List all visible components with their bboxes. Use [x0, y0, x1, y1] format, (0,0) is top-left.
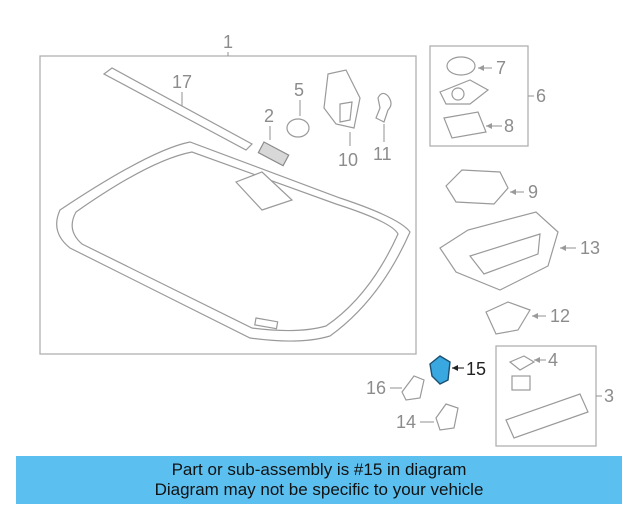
part-2-pad[interactable]: [257, 141, 290, 167]
part-12-bracket[interactable]: [485, 301, 531, 335]
part-10-bracket[interactable]: [323, 69, 361, 129]
callout-9: 9: [528, 182, 538, 202]
part-9-cover[interactable]: [445, 169, 509, 205]
callout-15: 15: [466, 359, 486, 379]
parts-diagram: 1 2 3 4 5 6 7 8 9 10 11 12 13 14 15 16 1…: [39, 32, 614, 447]
callout-16: 16: [366, 378, 386, 398]
callout-12: 12: [550, 306, 570, 326]
part-7-lens[interactable]: [446, 56, 476, 76]
callout-2: 2: [264, 106, 274, 126]
callout-6: 6: [536, 86, 546, 106]
callout-3: 3: [604, 386, 614, 406]
callout-8: 8: [504, 116, 514, 136]
part-11-clip[interactable]: [375, 92, 392, 123]
part-15-cover-highlighted[interactable]: [429, 355, 451, 385]
part-8-bracket[interactable]: [443, 111, 487, 139]
callout-10: 10: [338, 150, 358, 170]
banner-line-1: Part or sub-assembly is #15 in diagram: [171, 460, 467, 479]
rearview-mirror[interactable]: [505, 375, 589, 439]
part-16-clip[interactable]: [401, 375, 425, 401]
banner-line-2: Diagram may not be specific to your vehi…: [154, 480, 484, 499]
callout-17: 17: [172, 72, 192, 92]
windshield-glass[interactable]: [56, 141, 411, 342]
callout-14: 14: [396, 412, 416, 432]
callout-1: 1: [223, 32, 233, 52]
part-13-housing[interactable]: [439, 211, 559, 291]
callout-13: 13: [580, 238, 600, 258]
part-5-disc[interactable]: [286, 118, 310, 138]
callout-4: 4: [548, 350, 558, 370]
part-4-mount[interactable]: [508, 355, 536, 371]
callout-5: 5: [294, 80, 304, 100]
part-17-molding[interactable]: [102, 67, 253, 151]
part-14-clip[interactable]: [435, 403, 459, 431]
callout-11: 11: [373, 144, 392, 164]
callout-7: 7: [496, 58, 506, 78]
info-banner: Part or sub-assembly is #15 in diagram D…: [16, 456, 622, 504]
sensor-module[interactable]: [439, 79, 490, 105]
